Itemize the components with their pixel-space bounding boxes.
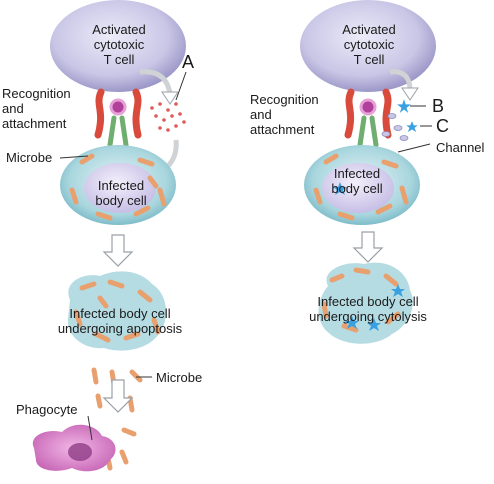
left-tcell-label-line-2: cytotoxic: [93, 37, 145, 52]
right-recognition-line-1: Recognition: [250, 92, 319, 107]
right-recognition-label: Recognition and attachment: [250, 92, 319, 137]
label-b: B: [432, 96, 445, 116]
right-tcell-label: Activated cytotoxic T cell: [334, 22, 404, 67]
phagocyte-label-pointer: [87, 415, 93, 441]
left-panel: [32, 0, 187, 472]
left-mhc-stalk: [107, 115, 129, 148]
left-infected-line-2: body cell: [95, 193, 147, 208]
right-recognition-line-3: attachment: [250, 122, 315, 137]
left-tcr-receptor-2: [132, 88, 142, 139]
right-cell-microbes: [313, 153, 409, 221]
phagocyte-nucleus: [68, 443, 92, 461]
left-cell-microbes: [69, 153, 167, 221]
cytolysis-label: Infected body cell undergoing cytolysis: [300, 294, 436, 324]
left-down-arrow-2: [102, 379, 134, 413]
apoptosis-label-line-1: Infected body cell: [69, 306, 171, 321]
left-tcell-label: Activated cytotoxic T cell: [84, 22, 154, 67]
right-curved-arrowhead: [401, 87, 419, 101]
right-tcell-label-line-1: Activated: [342, 22, 396, 37]
right-tcr-receptor-2: [382, 88, 392, 139]
right-recognition-line-2: and: [250, 107, 272, 122]
left-infected-nucleus: [84, 163, 156, 213]
right-panel: [300, 0, 436, 344]
apoptosis-label: Infected body cell undergoing apoptosis: [52, 306, 188, 336]
apoptosis-label-line-2: undergoing apoptosis: [57, 321, 183, 336]
right-infected-line-2: body cell: [331, 181, 383, 196]
channel-label: Channel: [436, 140, 485, 155]
phagocyte-label: Phagocyte: [16, 402, 78, 417]
right-perforins: [381, 113, 409, 141]
left-tcr-receptor: [94, 88, 105, 139]
right-tcell-label-line-3: T cell: [353, 52, 385, 67]
right-tcell-label-line-2: cytotoxic: [343, 37, 395, 52]
left-tcell: [50, 0, 186, 92]
right-cytolysis-granzymes: [345, 284, 405, 331]
left-curved-arrow-1: [139, 69, 173, 95]
right-infected-label: Infected body cell: [322, 166, 392, 196]
right-tcell: [300, 0, 436, 92]
label-a: A: [182, 52, 195, 72]
channel-pointer: [397, 143, 431, 153]
right-antigen: [359, 98, 377, 116]
left-infected-label: Infected body cell: [86, 178, 156, 208]
label-c: C: [436, 116, 449, 136]
right-infected-line-1: Infected: [333, 166, 381, 181]
cytolysis-label-line-1: Infected body cell: [317, 294, 419, 309]
left-tcell-label-line-3: T cell: [103, 52, 135, 67]
right-cytolysis-microbes: [321, 267, 401, 333]
left-infected-line-1: Infected: [97, 178, 145, 193]
microbe-label: Microbe: [6, 150, 53, 165]
left-curved-arrowhead-1: [161, 91, 179, 105]
microbe-label-pointer: [59, 155, 89, 159]
right-down-arrow: [352, 231, 384, 263]
left-tcell-label-line-1: Activated: [92, 22, 146, 37]
left-down-arrow-1: [102, 234, 134, 267]
left-recognition-line-1: Recognition: [2, 86, 71, 101]
left-granules: [150, 102, 186, 132]
left-apoptosis-microbes: [73, 279, 161, 343]
right-inner-granzyme: [333, 182, 347, 195]
left-recognition-label: Recognition and attachment: [2, 86, 71, 131]
label-a-pointer: [175, 71, 187, 101]
cytolysis-label-line-2: undergoing cytolysis: [309, 309, 427, 324]
left-antigen: [109, 98, 127, 116]
right-curved-arrow: [389, 69, 413, 91]
microbe-label-2: Microbe: [156, 370, 203, 385]
left-recognition-line-2: and: [2, 101, 24, 116]
right-mhc-stalk: [357, 115, 379, 148]
right-tcr-receptor: [344, 88, 355, 139]
right-infected-nucleus: [322, 163, 394, 213]
left-recognition-line-3: attachment: [2, 116, 67, 131]
